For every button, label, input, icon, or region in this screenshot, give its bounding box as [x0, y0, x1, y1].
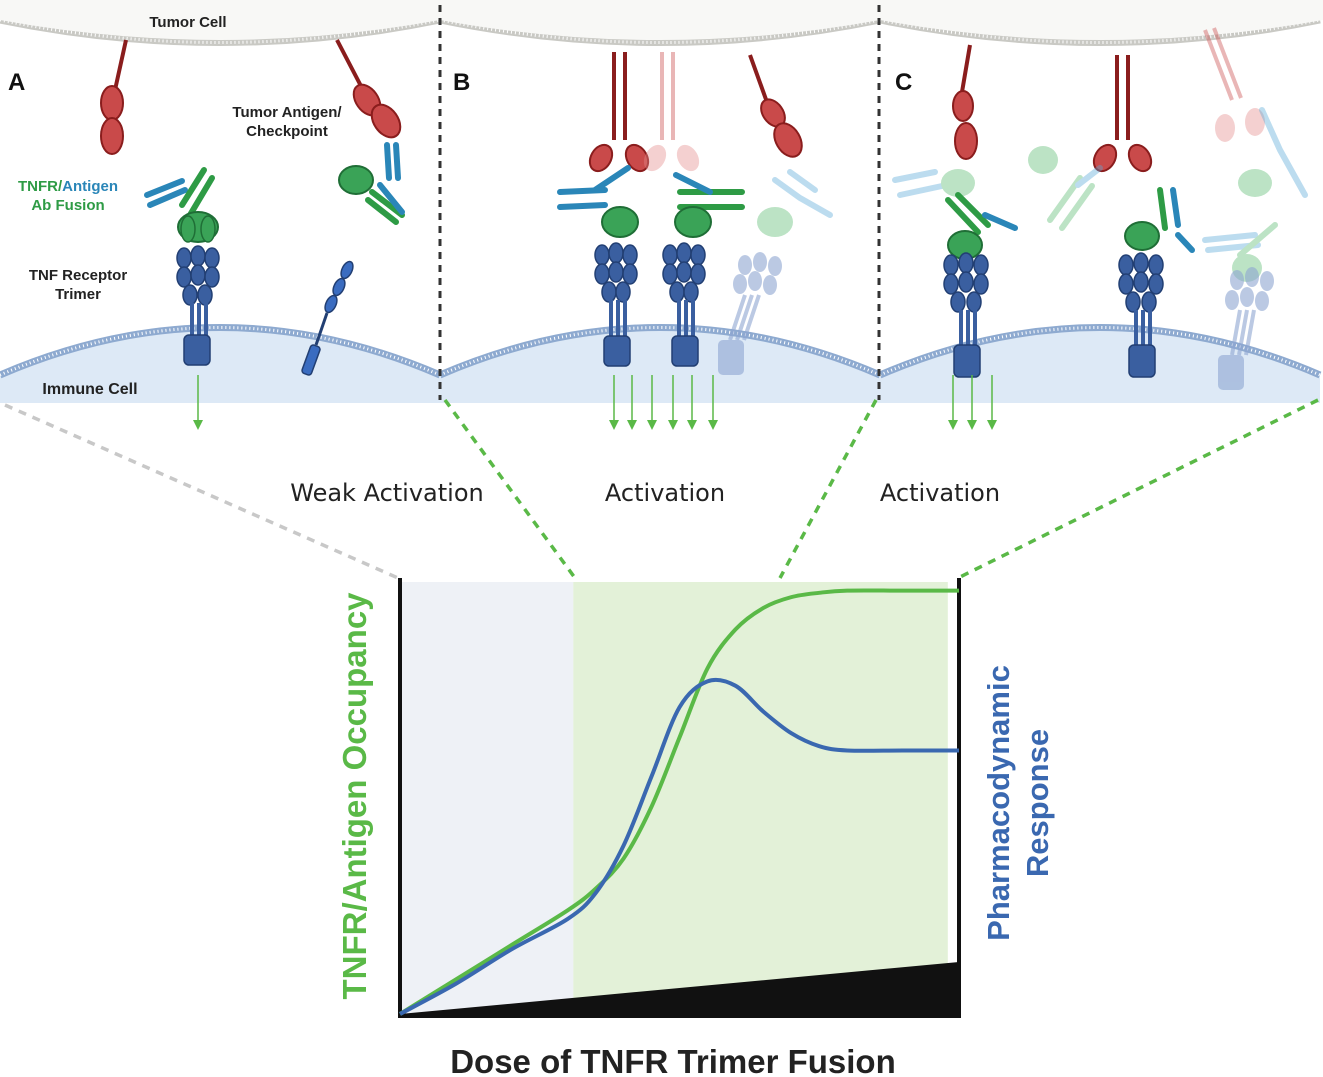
panel-letter-c: C — [895, 69, 912, 96]
fusion-protein-icon — [338, 142, 405, 225]
fusion-protein-icon — [144, 167, 219, 243]
tnf-receptor-icon — [176, 245, 220, 366]
tnf-receptor-monomer-icon — [301, 260, 354, 376]
receptor-label-2: Trimer — [55, 286, 101, 303]
weak-activation-region — [400, 582, 574, 1014]
activation-arrows — [948, 375, 997, 430]
receptor-label-1: TNF Receptor — [29, 267, 128, 284]
tnf-receptor-icon — [1118, 252, 1164, 378]
y-axis-left-label: TNFR/Antigen Occupancy — [336, 592, 373, 1000]
panel-letter-a: A — [8, 69, 25, 96]
tumor-antigen-icon — [588, 52, 650, 173]
fusion-label-antigen: Antigen — [62, 178, 118, 195]
y-axis-right-label-2: Response — [1020, 729, 1055, 877]
panel-letter-b: B — [453, 69, 470, 96]
tumor-antigen-icon — [643, 52, 700, 172]
response-series-line — [399, 677, 959, 1016]
fusion-label-1: TNFR/Antigen — [18, 178, 118, 195]
fusion-label-2: Ab Fusion — [31, 197, 104, 214]
activation-label-b: Activation — [605, 479, 725, 507]
tnf-receptor-icon — [718, 252, 782, 375]
fusion-protein-icon — [892, 107, 1308, 282]
tumor-antigen-label-1: Tumor Antigen/ — [232, 104, 342, 121]
tumor-antigen-icon — [1092, 55, 1153, 173]
tnf-receptor-icon — [1218, 267, 1274, 390]
fusion-protein-icon — [757, 169, 833, 237]
x-axis-label: Dose of TNFR Trimer Fusion — [450, 1043, 896, 1077]
fusion-label-tnfr: TNFR/ — [18, 178, 63, 195]
tumor-antigen-icon — [100, 39, 128, 155]
activation-arrow — [193, 375, 203, 430]
occupancy-response-chart — [398, 578, 961, 1018]
occupancy-series-line — [398, 588, 959, 1016]
tumor-antigen-label-2: Checkpoint — [246, 123, 328, 140]
weak-activation-label: Weak Activation — [290, 479, 483, 507]
fusion-protein-icon — [557, 165, 745, 238]
dose-wedge — [400, 962, 959, 1018]
tumor-antigen-icon — [1203, 27, 1265, 142]
fusion-protein-icon — [945, 187, 1195, 260]
tumor-antigen-icon — [335, 39, 402, 139]
tnf-receptor-icon — [943, 252, 989, 378]
tumor-antigen-icon — [952, 44, 978, 160]
tumor-cell-label: Tumor Cell — [149, 14, 226, 31]
immune-cell-label: Immune Cell — [42, 381, 137, 398]
immune-cell — [0, 324, 1322, 403]
activation-label-c: Activation — [880, 479, 1000, 507]
tumor-antigen-icon — [748, 54, 803, 158]
activation-arrows — [609, 375, 718, 430]
tnf-receptor-icon — [594, 242, 638, 367]
zoom-connectors — [4, 398, 1319, 580]
y-axis-right-label-1: Pharmacodynamic — [981, 665, 1016, 941]
tumor-cell-membrane — [0, 0, 1323, 46]
tnf-receptor-icon — [662, 242, 706, 367]
activation-region — [573, 582, 948, 1014]
